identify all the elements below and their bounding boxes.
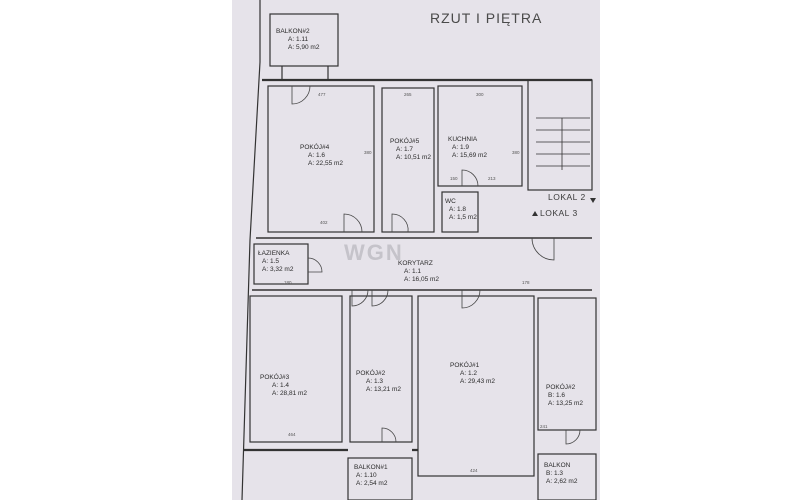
room-number: A: 1.8	[449, 206, 466, 213]
room-area: A: 22,55 m2	[308, 160, 344, 167]
dimension-label: 380	[512, 150, 520, 155]
room-label-pokoj4: POKÓJ#4 A: 1.6 A: 22,55 m2	[300, 144, 343, 168]
room-number: A: 1.1	[404, 268, 421, 275]
lokal-3-label: LOKAL 3	[540, 208, 578, 218]
room-name: POKÓJ#1	[450, 362, 480, 369]
room-area: A: 16,05 m2	[404, 276, 440, 283]
room-name: POKÓJ#2	[546, 384, 576, 391]
room-number: A: 1.11	[288, 36, 309, 43]
door-entry	[531, 237, 555, 261]
dimension-label: 464	[288, 432, 296, 437]
room-number: B: 1.6	[548, 392, 565, 399]
dimension-label: 241	[540, 424, 548, 429]
lokal-2-label: LOKAL 2	[548, 192, 586, 202]
dimension-label: 380	[364, 150, 372, 155]
room-name: ŁAZIENKA	[258, 250, 290, 257]
door-balkon1	[381, 427, 397, 443]
room-area: A: 29,43 m2	[460, 378, 496, 385]
room-label-pokoj5: POKÓJ#5 A: 1.7 A: 10,51 m2	[390, 138, 431, 162]
room-area: A: 28,81 m2	[272, 390, 308, 397]
pokoj2b-outline	[537, 297, 597, 431]
room-label-balkon: BALKON B: 1.3 A: 2,62 m2	[544, 462, 577, 486]
door-pokoj1	[461, 289, 481, 309]
staircase-outline	[527, 79, 593, 191]
room-number: A: 1.7	[396, 146, 413, 153]
room-area: A: 1,5 m2	[449, 214, 477, 221]
balkon1-outline	[347, 457, 413, 500]
room-name: BALKON	[544, 462, 571, 469]
room-label-lazienka: ŁAZIENKA A: 1.5 A: 3,32 m2	[258, 250, 293, 274]
room-label-pokoj2a: POKÓJ#2 A: 1.3 A: 13,21 m2	[356, 370, 401, 394]
dimension-label: 402	[320, 220, 328, 225]
dimension-label: 477	[318, 92, 326, 97]
dimension-label: 178	[522, 280, 530, 285]
dimension-label: 180	[284, 280, 292, 285]
staircase-steps	[536, 117, 590, 170]
wc-outline	[441, 191, 479, 233]
balkon2-stub	[281, 66, 329, 81]
dimension-label: 300	[476, 92, 484, 97]
room-label-pokoj3: POKÓJ#3 A: 1.4 A: 28,81 m2	[260, 374, 307, 398]
plan-title: RZUT I PIĘTRA	[430, 10, 543, 26]
room-area: A: 5,90 m2	[288, 44, 320, 51]
room-area: A: 13,25 m2	[548, 400, 584, 407]
room-number: A: 1.6	[308, 152, 325, 159]
room-area: A: 2,62 m2	[546, 478, 578, 485]
dimension-label: 424	[470, 468, 478, 473]
lokal2-marker	[590, 198, 596, 203]
door-pokoj3	[351, 289, 369, 307]
floor-plan-sheet: RZUT I PIĘTRA WGN LOKAL 2 LOKAL 3 BALKON…	[232, 0, 600, 500]
outer-wall-left	[241, 0, 261, 500]
room-name: KORYTARZ	[398, 260, 433, 267]
floor-plan-drawing	[241, 0, 597, 500]
room-label-wc: WC A: 1.8 A: 1,5 m2	[445, 198, 477, 222]
room-name: POKÓJ#3	[260, 374, 290, 381]
door-kuchnia	[461, 169, 479, 187]
dimension-label: 213	[488, 176, 496, 181]
room-name: WC	[445, 198, 456, 205]
room-label-balkon2: BALKON#2 A: 1.11 A: 5,90 m2	[276, 28, 319, 52]
room-number: A: 1.10	[356, 472, 377, 479]
door-pokoj5	[391, 213, 409, 233]
dimension-label: 265	[404, 92, 412, 97]
room-name: POKÓJ#4	[300, 144, 330, 151]
pokoj2a-outline	[349, 295, 413, 443]
door-pokoj4-bottom	[343, 213, 363, 233]
room-number: A: 1.9	[452, 144, 469, 151]
room-name: BALKON#1	[354, 464, 388, 471]
room-area: A: 13,21 m2	[366, 386, 402, 393]
room-area: A: 10,51 m2	[396, 154, 432, 161]
dimension-label: 150	[450, 176, 458, 181]
lokal3-marker	[532, 211, 538, 216]
room-area: A: 3,32 m2	[262, 266, 294, 273]
pokoj4-outline	[267, 85, 375, 233]
pokoj3-outline	[249, 295, 343, 443]
pokoj1-outline	[417, 295, 535, 477]
door-balkon-b	[565, 429, 581, 445]
room-label-balkon1: BALKON#1 A: 1.10 A: 2,54 m2	[354, 464, 388, 488]
room-area: A: 2,54 m2	[356, 480, 388, 487]
room-number: A: 1.5	[262, 258, 279, 265]
room-label-pokoj2b: POKÓJ#2 B: 1.6 A: 13,25 m2	[546, 384, 583, 408]
room-area: A: 15,69 m2	[452, 152, 488, 159]
room-name: POKÓJ#5	[390, 138, 420, 145]
room-number: A: 1.4	[272, 382, 289, 389]
room-number: A: 1.2	[460, 370, 477, 377]
room-name: POKÓJ#2	[356, 370, 386, 377]
room-number: B: 1.3	[546, 470, 563, 477]
door-pokoj4	[291, 85, 311, 105]
room-label-kuchnia: KUCHNIA A: 1.9 A: 15,69 m2	[448, 136, 487, 160]
room-name: BALKON#2	[276, 28, 310, 35]
room-label-pokoj1: POKÓJ#1 A: 1.2 A: 29,43 m2	[450, 362, 495, 386]
door-pokoj2a	[371, 289, 389, 307]
lazienka-outline	[253, 243, 309, 285]
room-label-korytarz: KORYTARZ A: 1.1 A: 16,05 m2	[398, 260, 439, 284]
balkon-b-outline	[537, 453, 597, 500]
room-name: KUCHNIA	[448, 136, 478, 143]
door-lazienka	[307, 257, 323, 273]
kuchnia-outline	[437, 85, 523, 187]
watermark-logo: WGN	[344, 240, 404, 265]
balkon2-outline	[269, 13, 339, 67]
room-number: A: 1.3	[366, 378, 383, 385]
